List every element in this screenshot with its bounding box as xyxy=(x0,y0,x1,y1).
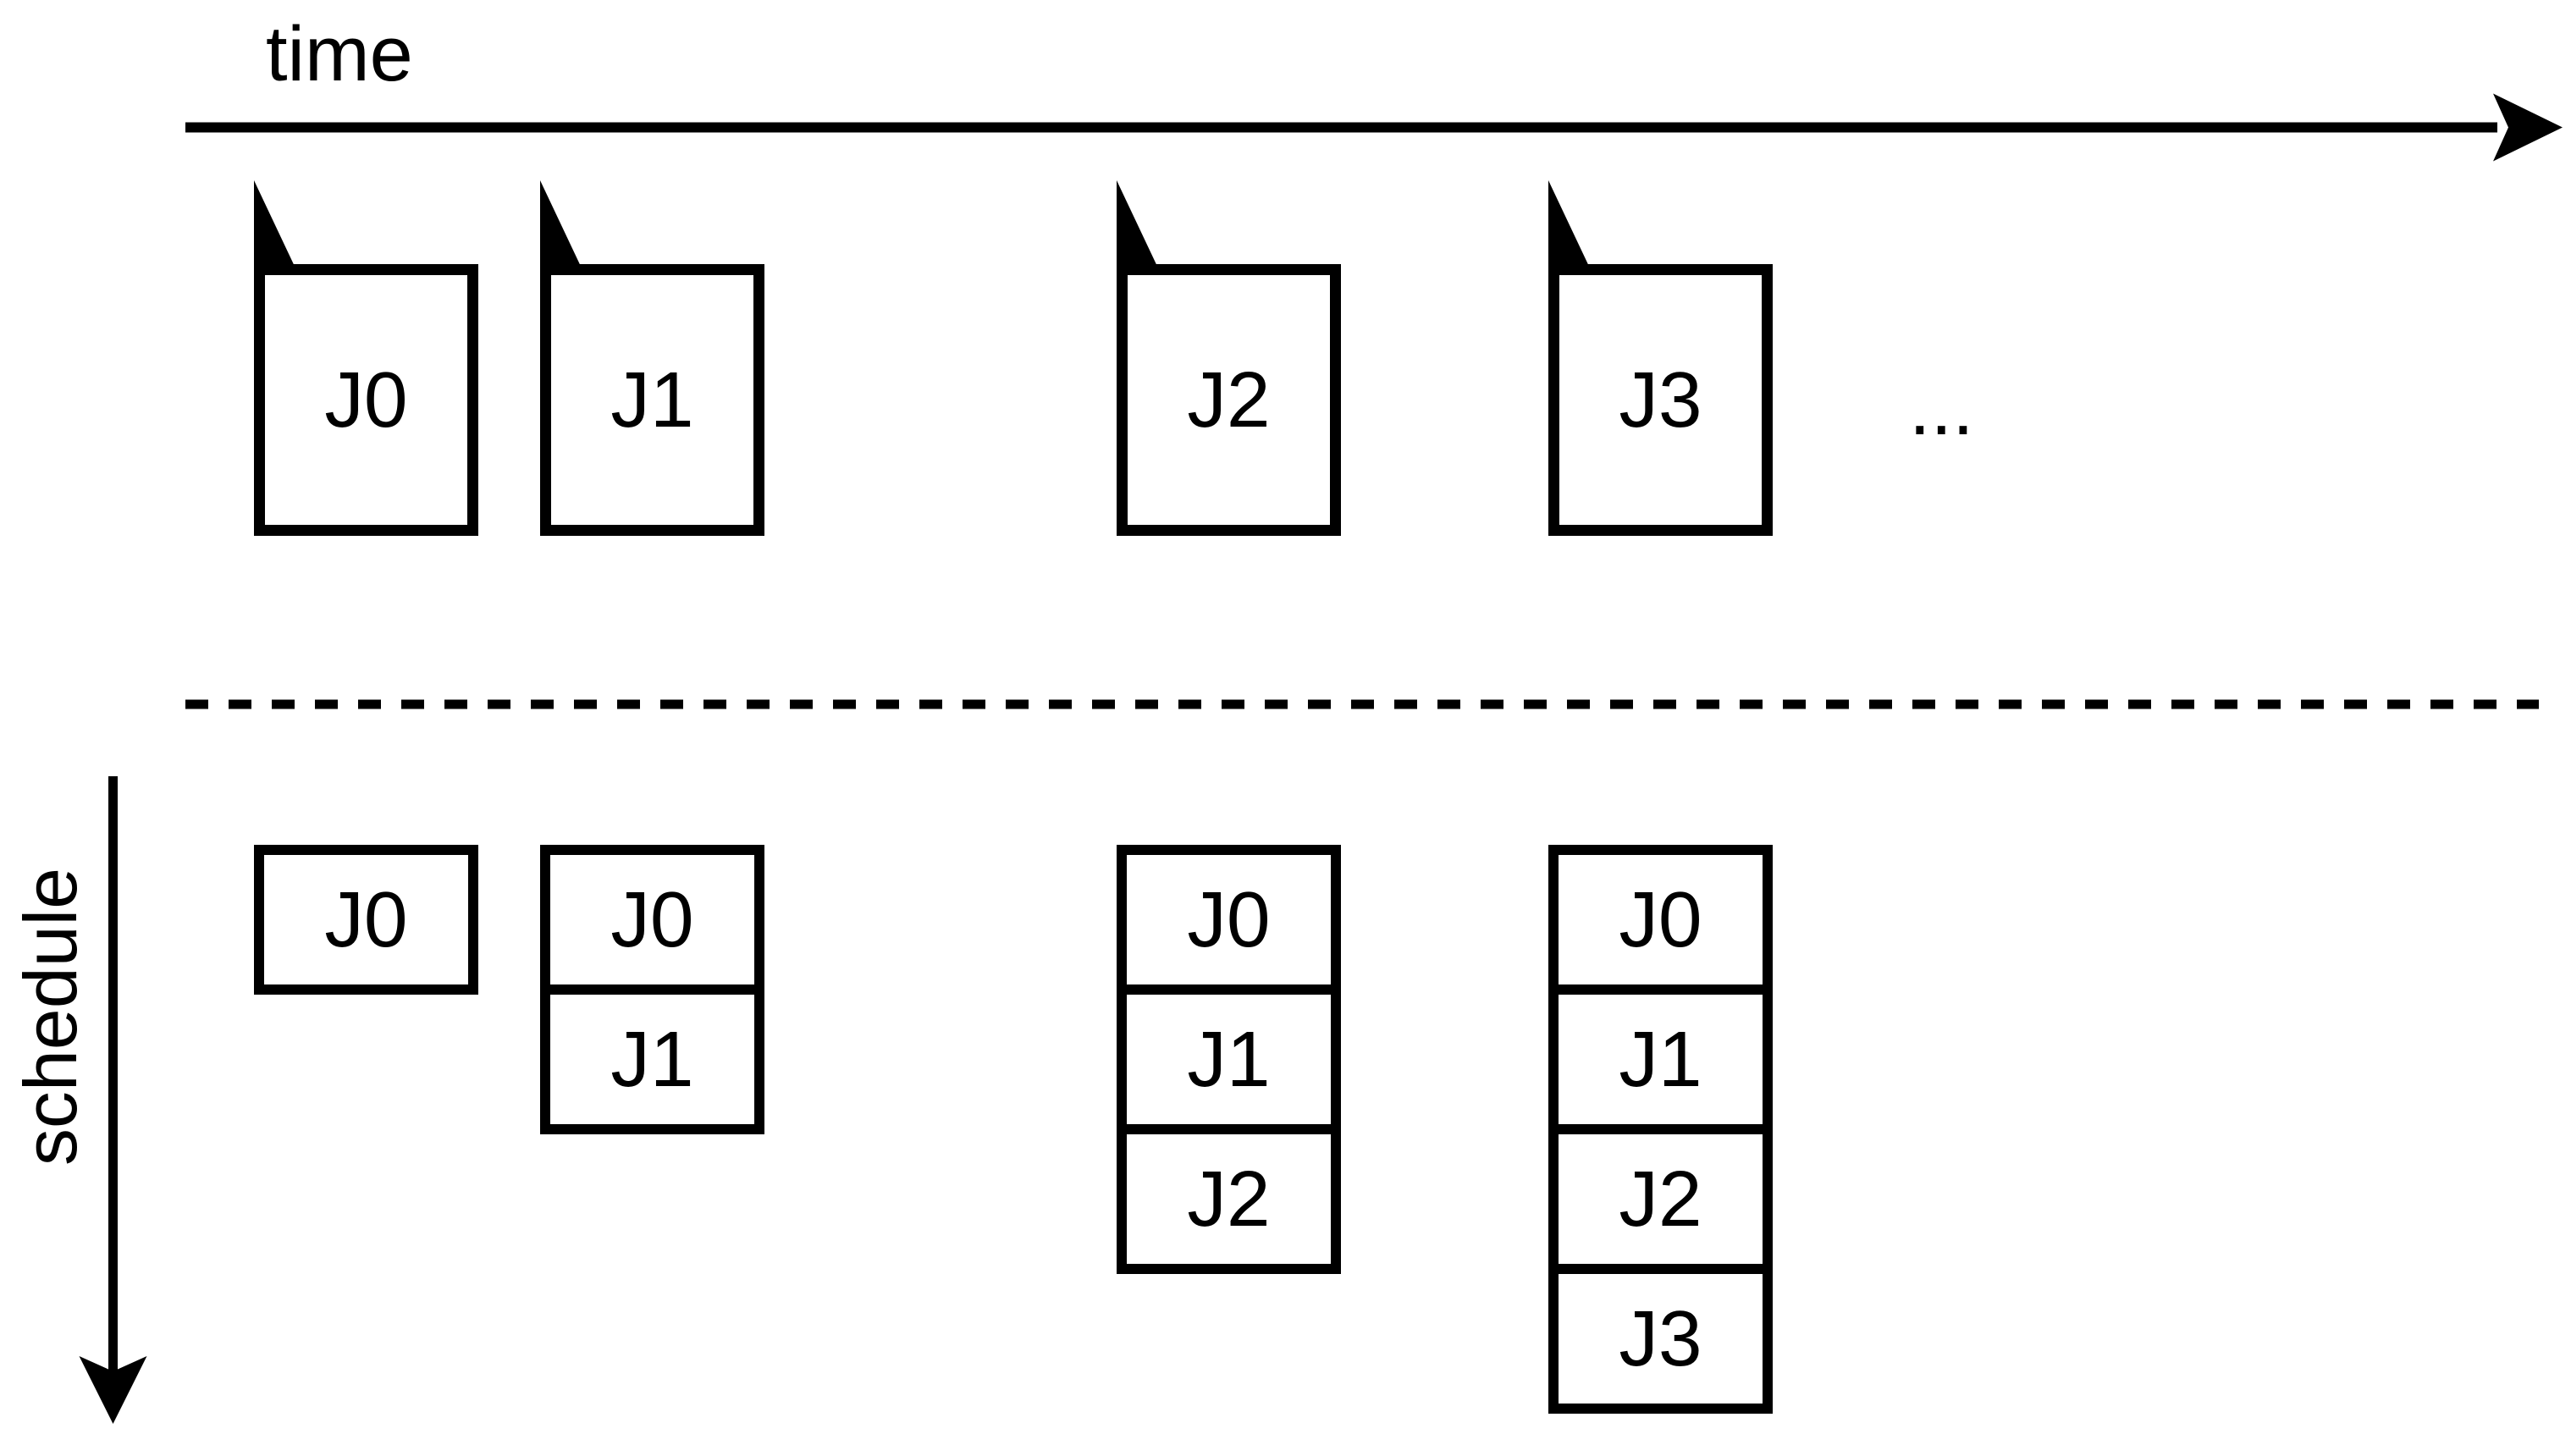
job-arrival-card: J0 xyxy=(254,180,478,536)
schedule-cell-label: J1 xyxy=(610,1015,694,1103)
schedule-cell-label: J0 xyxy=(610,875,694,963)
arrival-flag-icon xyxy=(254,180,298,273)
schedule-cell-label: J3 xyxy=(1619,1294,1702,1382)
schedule-cell-label: J2 xyxy=(1187,1155,1271,1243)
schedule-cell-label: J0 xyxy=(1619,875,1702,963)
time-arrow-icon xyxy=(185,93,2563,162)
schedule-arrow-icon xyxy=(79,776,147,1424)
job-card-label: J3 xyxy=(1619,356,1702,444)
arrival-flag-icon xyxy=(1117,180,1161,273)
arrival-flag-icon xyxy=(1548,180,1592,273)
job-card-label: J1 xyxy=(610,356,694,444)
schedule-cell: J1 xyxy=(1117,984,1341,1134)
schedule-cell-label: J2 xyxy=(1619,1155,1702,1243)
job-arrival-card: J3 xyxy=(1548,180,1773,536)
schedule-cell: J0 xyxy=(540,845,764,995)
schedule-cell: J2 xyxy=(1548,1124,1773,1274)
more-jobs-ellipsis: ... xyxy=(1909,365,1974,451)
job-card-label: J0 xyxy=(324,356,408,444)
job-card-label: J2 xyxy=(1187,356,1271,444)
schedule-cell-label: J1 xyxy=(1619,1015,1702,1103)
schedule-cell: J0 xyxy=(254,845,478,995)
job-arrival-card: J1 xyxy=(540,180,764,536)
schedule-cell: J0 xyxy=(1117,845,1341,995)
schedule-cell-label: J1 xyxy=(1187,1015,1271,1103)
schedule-cell: J3 xyxy=(1548,1264,1773,1414)
schedule-axis-label: schedule xyxy=(8,867,92,1166)
schedule-cell: J1 xyxy=(1548,984,1773,1134)
time-axis-label: time xyxy=(266,11,413,97)
arrival-flag-icon xyxy=(540,180,584,273)
schedule-cell: J2 xyxy=(1117,1124,1341,1274)
schedule-cell: J0 xyxy=(1548,845,1773,995)
schedule-stack: J0 xyxy=(254,845,478,995)
schedule-cell: J1 xyxy=(540,984,764,1134)
schedule-cell-label: J0 xyxy=(324,875,408,963)
schedule-cell-label: J0 xyxy=(1187,875,1271,963)
job-arrival-card: J2 xyxy=(1117,180,1341,536)
